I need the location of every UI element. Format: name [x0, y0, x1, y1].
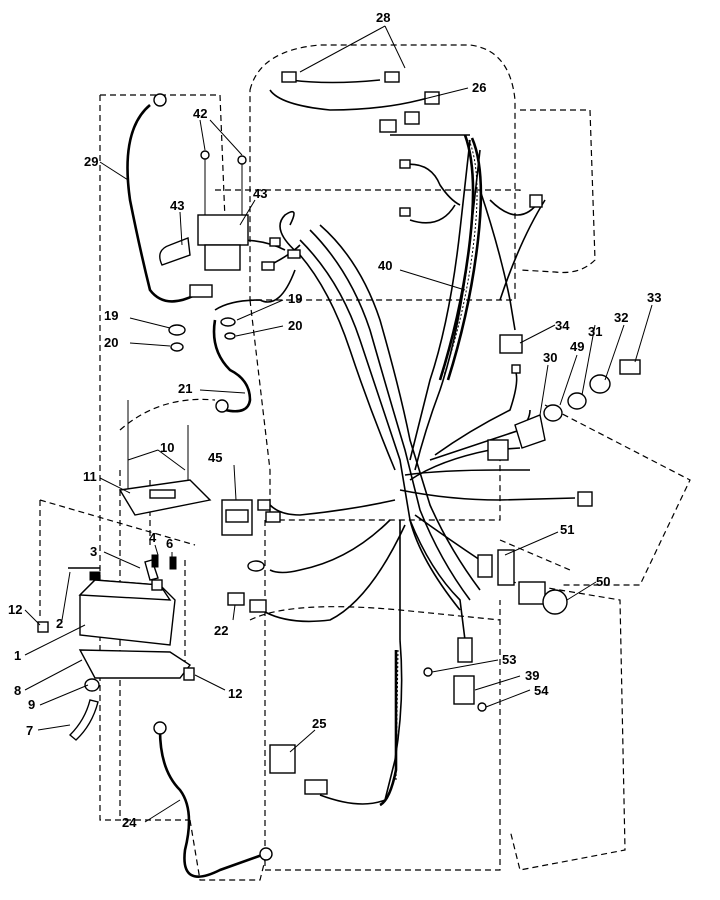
callout-20-right: 20: [288, 318, 302, 333]
callout-19-right: 19: [288, 291, 302, 306]
callout-40: 40: [378, 258, 392, 273]
callout-3: 3: [90, 544, 97, 559]
callout-8: 8: [14, 683, 21, 698]
callout-11: 11: [83, 469, 97, 484]
callout-54: 54: [534, 683, 549, 698]
starter-solenoid: [159, 150, 249, 298]
callout-39: 39: [525, 668, 539, 683]
battery-cables: [126, 93, 273, 878]
washers: [168, 317, 236, 352]
callout-9: 9: [28, 697, 35, 712]
callout-33: 33: [647, 290, 661, 305]
callout-43: 43: [253, 186, 267, 201]
callout-7: 7: [26, 723, 33, 738]
callout-2: 2: [56, 616, 63, 631]
switches-and-connectors: [221, 71, 641, 795]
callout-49: 49: [570, 339, 584, 354]
callout-31: 31: [588, 324, 602, 339]
callout-28: 24: [122, 815, 137, 830]
callout-50: 50: [596, 574, 610, 589]
callout-12-right: 12: [228, 686, 242, 701]
callout-51: 51: [560, 522, 574, 537]
callout-41: 42: [193, 106, 207, 121]
callout-45: 45: [208, 450, 222, 465]
callout-53: 53: [502, 652, 516, 667]
callout-29: 25: [312, 716, 326, 731]
callout-34: 34: [555, 318, 570, 333]
callout-20-left: 20: [104, 335, 118, 350]
callout-30: 30: [543, 350, 557, 365]
callout-21: 26: [472, 80, 486, 95]
callout-42: 43: [170, 198, 184, 213]
battery-assembly: [37, 400, 212, 741]
callout-22: 28: [376, 10, 390, 25]
callout-19-left: 19: [104, 308, 118, 323]
coiled-loom: [379, 134, 483, 807]
callout-26: 22: [214, 623, 228, 638]
callout-6: 6: [166, 536, 173, 551]
callout-1: 1: [14, 648, 21, 663]
callout-leaders: [24, 25, 653, 823]
chassis-outline: [39, 44, 691, 881]
callout-25: 21: [178, 381, 192, 396]
callout-12-left: 12: [8, 602, 22, 617]
callout-10: 10: [160, 440, 174, 455]
callout-4: 4: [149, 530, 157, 545]
callout-32: 32: [614, 310, 628, 325]
callout-labels: 28 26 29 42 43 43 40 19 19 20 20 34 33 3…: [8, 10, 661, 830]
callout-24: 29: [84, 154, 98, 169]
